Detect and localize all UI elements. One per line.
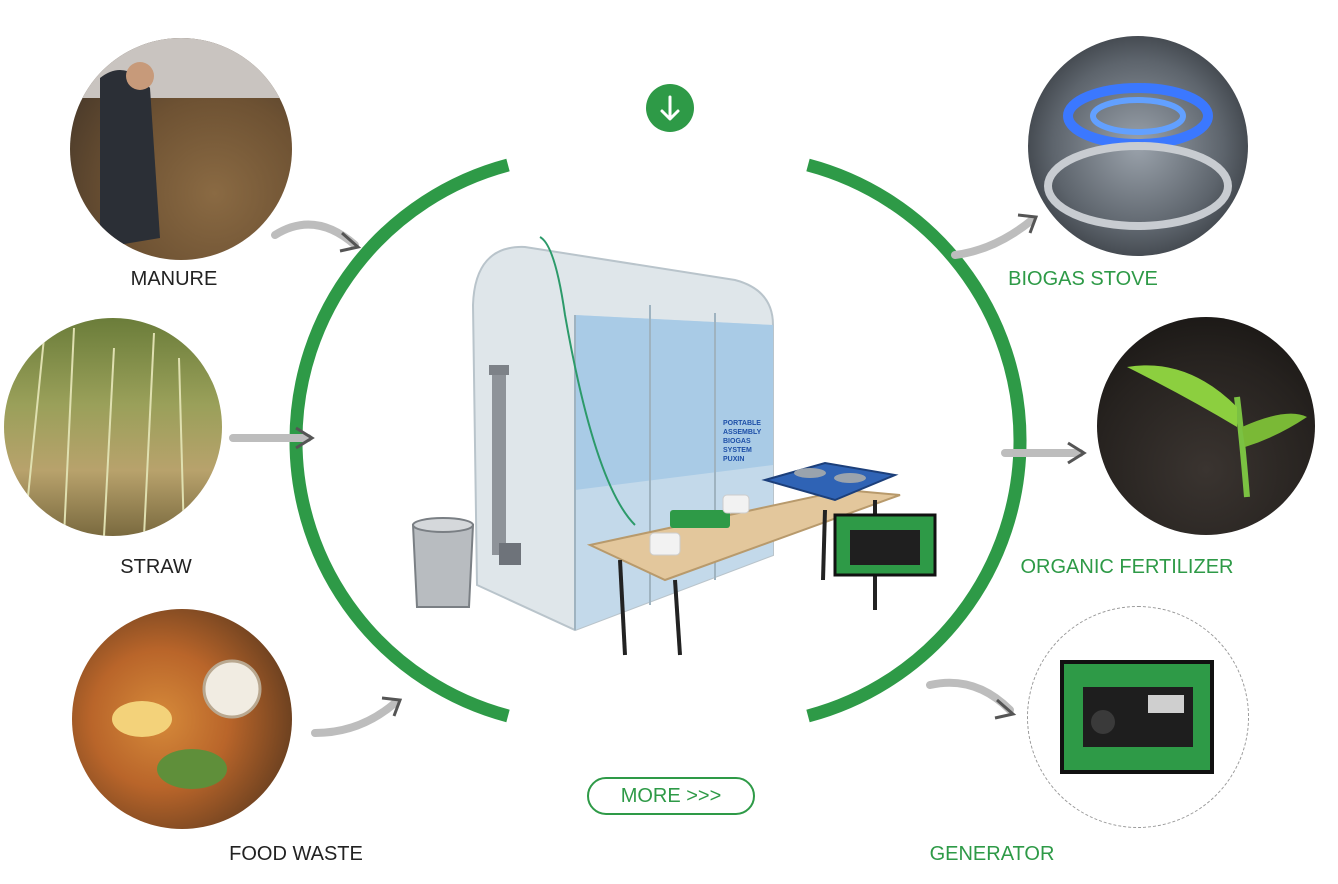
arrow-fertilizer-icon [1001, 441, 1087, 465]
straw-image [4, 318, 222, 536]
arrow-manure-icon [271, 220, 362, 253]
label-organic-fertilizer: ORGANIC FERTILIZER [1020, 556, 1234, 578]
manure-image [70, 38, 292, 260]
label-generator: GENERATOR [929, 843, 1055, 865]
arrow-straw-icon [229, 426, 315, 450]
arrow-down-icon [660, 95, 680, 121]
panel-text-line: PUXIN [723, 456, 744, 463]
food-waste-image [72, 609, 292, 829]
label-biogas-stove: BIOGAS STOVE [1008, 268, 1158, 290]
panel-text-line: BIOGAS [723, 438, 751, 445]
panel-text-line: ASSEMBLY [723, 429, 762, 436]
panel-text-line: SYSTEM [723, 447, 752, 454]
scroll-down-button[interactable] [646, 84, 694, 132]
generator-image [1027, 606, 1249, 828]
label-straw: STRAW [120, 556, 192, 578]
more-button[interactable]: MORE >>> [587, 777, 755, 815]
panel-text-line: PORTABLE [723, 420, 761, 427]
biogas-stove-image [1028, 36, 1248, 256]
arrow-biogas-stove-icon [951, 213, 1039, 259]
biogas-digester-image: PORTABLE ASSEMBLY BIOGAS SYSTEM PUXIN [411, 236, 937, 656]
organic-fertilizer-image [1097, 317, 1315, 535]
label-manure: MANURE [130, 268, 218, 290]
arrow-generator-icon [926, 678, 1017, 720]
label-food-waste: FOOD WASTE [229, 843, 363, 865]
arrow-food-waste-icon [311, 696, 403, 737]
